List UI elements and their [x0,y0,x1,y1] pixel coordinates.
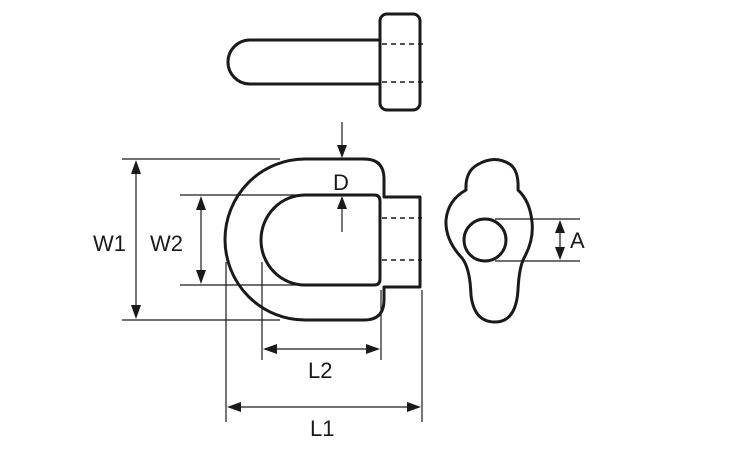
l1-arrow-left [227,402,241,412]
a-arrow-bottom [555,247,565,260]
shackle-body-inner [259,193,382,287]
d-label: D [333,170,349,195]
side-view-bore [462,217,508,263]
w2-arrow-top [196,196,206,210]
l2-arrow-left [263,344,277,354]
dimension-l1: L1 [225,262,423,441]
w1-arrow-top [131,160,141,174]
top-view [226,12,424,112]
d-arrow-top [337,145,347,158]
w1-label: W1 [93,231,126,256]
l1-arrow-right [407,402,421,412]
a-label: A [570,228,585,253]
front-view [223,157,422,322]
a-arrow-top [555,220,565,233]
w2-arrow-bottom [196,270,206,284]
side-view [444,158,534,324]
d-arrow-bottom [337,196,347,209]
dimension-w1: W1 [93,158,280,321]
l2-label: L2 [308,358,332,383]
dimension-w2: W2 [150,194,300,286]
dimension-a: A [495,218,585,262]
w1-arrow-bottom [131,305,141,319]
dimension-d: D [333,122,349,232]
l1-label: L1 [310,416,334,441]
l2-arrow-right [366,344,380,354]
w2-label: W2 [150,231,183,256]
top-view-head-plate [378,12,422,112]
dimension-l2: L2 [261,262,382,383]
